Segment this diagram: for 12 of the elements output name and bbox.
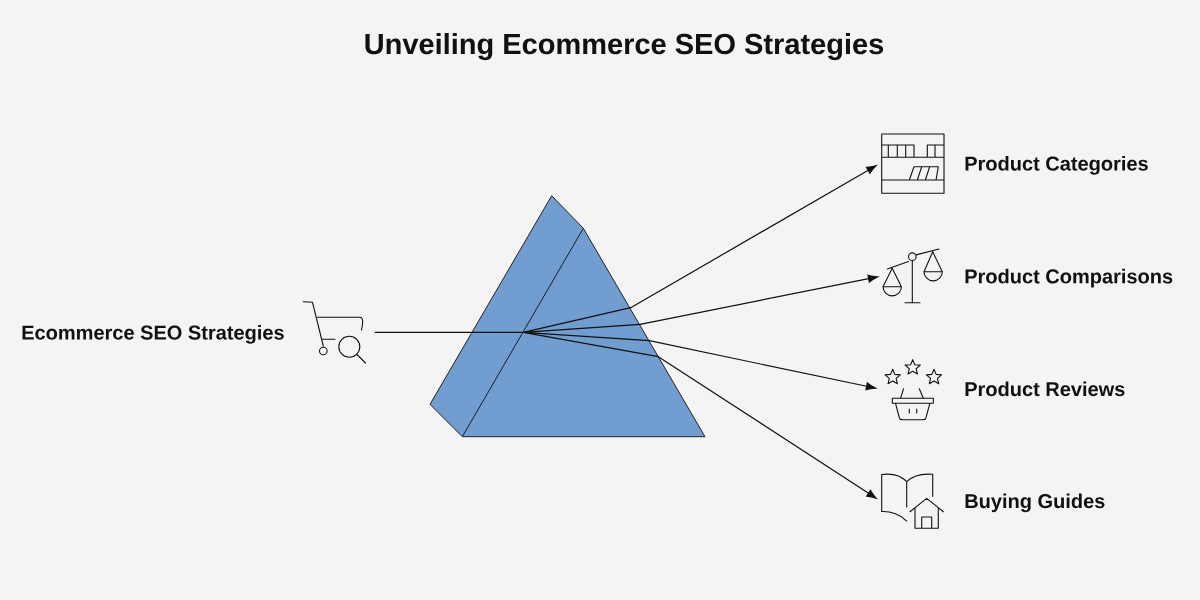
- node-label: Ecommerce SEO Strategies: [22, 325, 284, 344]
- arrow: [639, 274, 878, 325]
- node-label: Buying Guides: [965, 493, 1105, 513]
- prism: [429, 195, 706, 438]
- arrow: [648, 340, 877, 391]
- arrow: [657, 356, 877, 499]
- title: Unveiling Ecommerce SEO Strategies: [365, 33, 884, 61]
- light-ray: [374, 331, 524, 333]
- node-label: Product Reviews: [965, 381, 1125, 397]
- node-label: Product Categories: [965, 156, 1148, 175]
- node-label: Product Comparisons: [965, 268, 1173, 288]
- arrow: [630, 165, 877, 309]
